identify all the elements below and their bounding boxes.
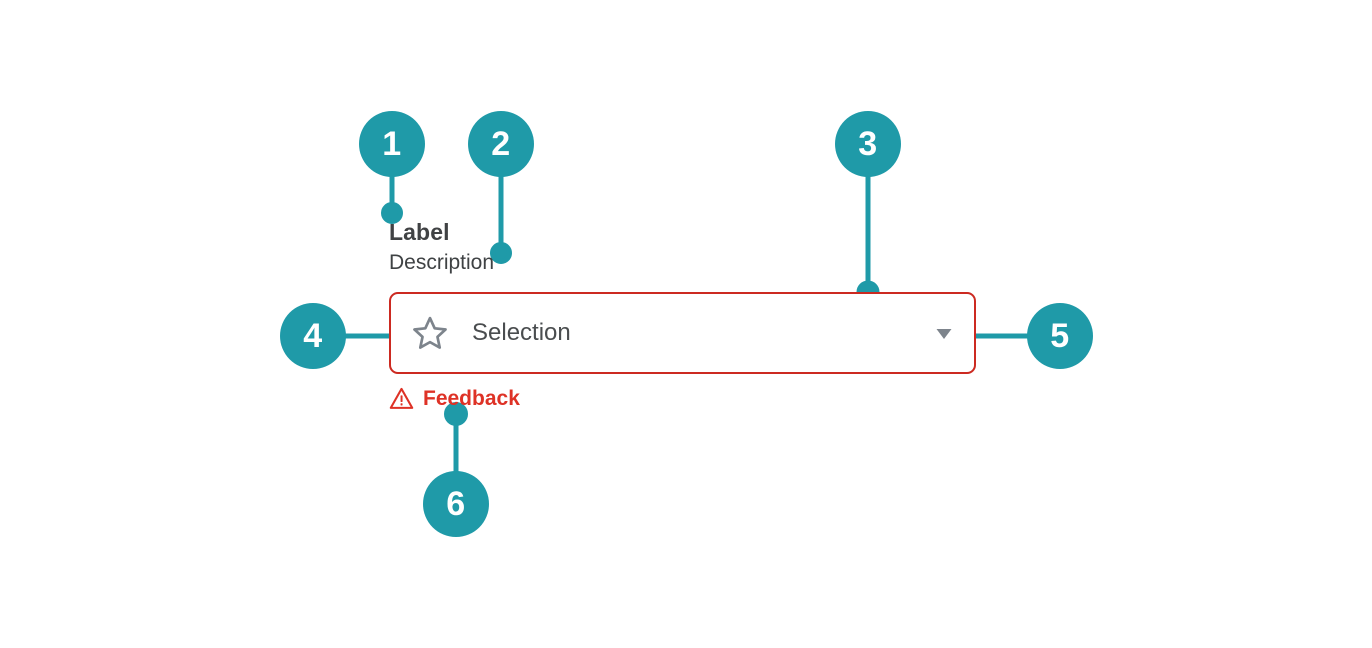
callout-badge-2[interactable]: 2 [468, 111, 534, 177]
callout-badge-3[interactable]: 3 [835, 111, 901, 177]
select-control[interactable]: Selection [389, 292, 976, 374]
feedback-message: Feedback [423, 387, 520, 410]
callout-badge-4[interactable]: 4 [280, 303, 346, 369]
callout-badge-6[interactable]: 6 [423, 471, 489, 537]
select-value-text: Selection [472, 319, 571, 346]
star-outline-icon [413, 316, 447, 349]
callout-badge-5[interactable]: 5 [1027, 303, 1093, 369]
select-form-field: Label Description Selection Feedback [389, 218, 989, 410]
field-label: Label [389, 219, 450, 245]
caret-down-icon[interactable] [932, 321, 956, 345]
field-description: Description [389, 251, 495, 274]
field-feedback: Feedback [389, 386, 520, 411]
warning-triangle-icon [389, 387, 414, 409]
callout-badge-1[interactable]: 1 [359, 111, 425, 177]
